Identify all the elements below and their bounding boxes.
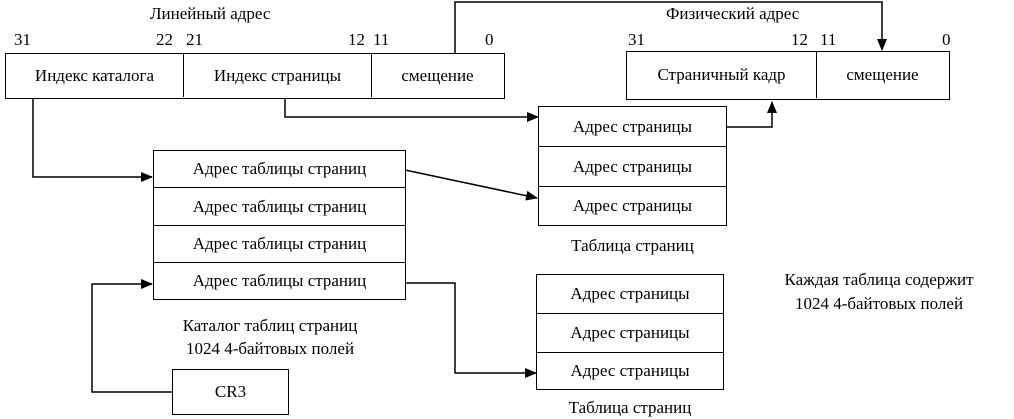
- page-frame-arrow: [727, 101, 777, 128]
- directory-index-field: Индекс каталога: [6, 54, 184, 97]
- page-index-field: Индекс страницы: [184, 54, 372, 97]
- directory-entry: Адрес таблицы страниц: [153, 187, 406, 226]
- page-table-bottom-caption: Таблица страниц: [568, 398, 692, 417]
- linear-offset-field: смещение: [401, 65, 474, 85]
- physical-address-register: Страничный кадр смещение: [626, 51, 950, 100]
- physical-offset-field: смещение: [846, 65, 919, 84]
- page-index-arrow: [284, 98, 539, 122]
- linear-bit-31: 31: [14, 30, 31, 49]
- linear-bit-21: 21: [186, 30, 203, 49]
- linear-bit-11: 11: [373, 30, 390, 49]
- directory-caption-line2: 1024 4-байтовых полей: [185, 339, 355, 358]
- page-table-entry: Адрес страницы: [538, 146, 727, 187]
- directory-caption-line1: Каталог таблиц страниц: [182, 316, 358, 335]
- physical-address-title: Физический адрес: [666, 4, 800, 23]
- offset-arrow: [454, 1, 887, 53]
- page-frame-field: Страничный кадр: [627, 52, 817, 98]
- directory-entry: Адрес таблицы страниц: [153, 225, 406, 263]
- linear-bit-12: 12: [348, 30, 365, 49]
- page-table-entry: Адрес страницы: [536, 274, 724, 314]
- directory-entry: Адрес таблицы страниц: [153, 150, 406, 188]
- directory-entry: Адрес таблицы страниц: [153, 262, 406, 300]
- cr3-arrow: [91, 279, 172, 393]
- physical-bit-11: 11: [820, 30, 837, 49]
- cr3-register: CR3: [172, 369, 289, 415]
- note-line1: Каждая таблица содержит: [784, 270, 974, 289]
- directory-index-arrow: [32, 98, 153, 182]
- linear-bit-0: 0: [485, 30, 494, 49]
- linear-address-title: Линейный адрес: [150, 4, 271, 23]
- dir-entry-1-arrow: [404, 169, 538, 201]
- linear-address-register: Индекс каталога Индекс страницы смещение: [5, 53, 505, 99]
- physical-bit-12: 12: [791, 30, 808, 49]
- page-table-entry: Адрес страницы: [538, 186, 727, 226]
- page-table-top-caption: Таблица страниц: [571, 236, 694, 255]
- physical-bit-31: 31: [628, 30, 645, 49]
- dir-entry-4-arrow: [405, 282, 537, 378]
- page-table-entry: Адрес страницы: [538, 106, 727, 147]
- physical-bit-0: 0: [942, 30, 951, 49]
- linear-bit-22: 22: [156, 30, 173, 49]
- note-line2: 1024 4-байтовых полей: [794, 294, 964, 313]
- page-table-entry: Адрес страницы: [536, 352, 724, 390]
- page-table-entry: Адрес страницы: [536, 313, 724, 353]
